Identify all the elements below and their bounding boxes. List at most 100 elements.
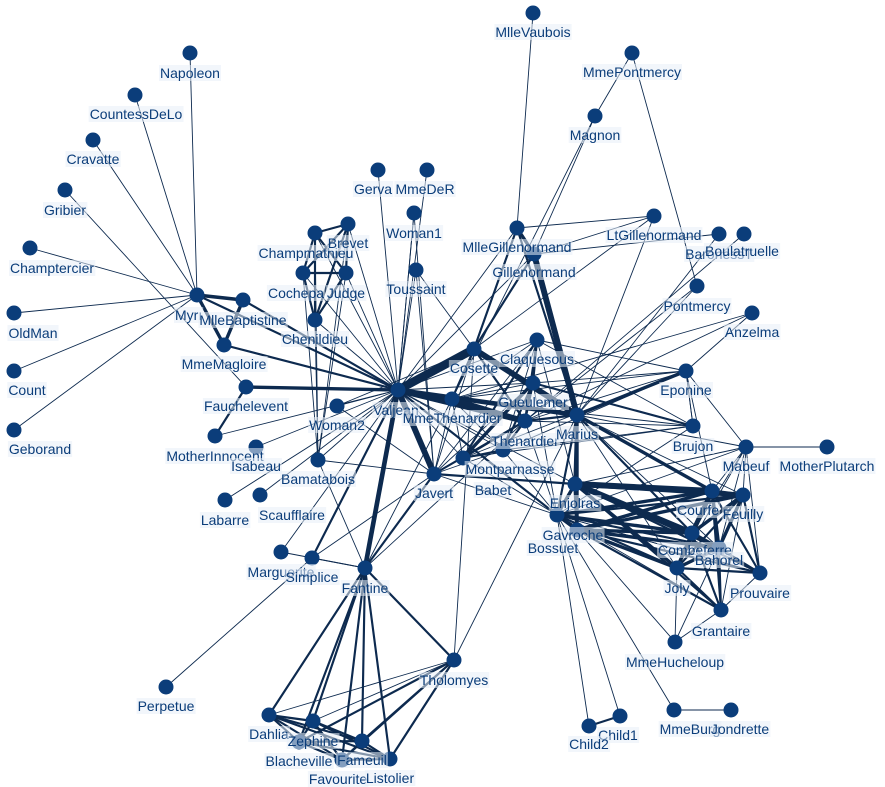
node-count[interactable] (6, 363, 22, 379)
node-thenardier[interactable] (517, 413, 533, 429)
node-perpetue[interactable] (158, 679, 174, 695)
node-magnon[interactable] (587, 108, 603, 124)
node-oldman[interactable] (6, 305, 22, 321)
node-gavroche[interactable] (549, 507, 565, 523)
node-brevet[interactable] (340, 216, 356, 232)
node-mllebaptistine[interactable] (235, 292, 251, 308)
node-fameuil[interactable] (354, 733, 370, 749)
node-fantine[interactable] (357, 560, 373, 576)
node-jondrette[interactable] (723, 702, 739, 718)
label-halo (202, 398, 290, 414)
label-halo (230, 458, 282, 474)
node-label-cochepaille: Cochepa (268, 285, 324, 301)
node-label-magnon: Magnon (570, 127, 621, 143)
node-mmepontmercy[interactable] (624, 45, 640, 61)
node-toussaint[interactable] (408, 262, 424, 278)
node-ltgillenormand[interactable] (646, 208, 662, 224)
node-label-isabeau: Isabeau (231, 458, 281, 474)
node-brujon[interactable] (685, 418, 701, 434)
node-chenildieu[interactable] (307, 312, 323, 328)
node-marguerite[interactable] (273, 544, 289, 560)
node-champmathieu[interactable] (307, 225, 323, 241)
label-halo (548, 495, 602, 511)
label-halo (174, 307, 204, 323)
node-label-mllevaubois: MlleVaubois (495, 24, 570, 40)
node-cochepaille[interactable] (295, 265, 311, 281)
label-halo (248, 726, 291, 742)
node-mmethenardier[interactable] (444, 391, 460, 407)
edge-combeferre-gavroche (555, 513, 694, 535)
node-prouvaire[interactable] (752, 565, 768, 581)
node-anzelma[interactable] (744, 305, 760, 321)
node-gribier[interactable] (57, 182, 73, 198)
node-label-blacheville: Blacheville (266, 753, 333, 769)
node-dahlia[interactable] (261, 707, 277, 723)
node-label-geborand: Geborand (9, 441, 71, 457)
node-geborand[interactable] (6, 422, 22, 438)
label-halo (280, 471, 356, 487)
node-mmemagloire[interactable] (216, 337, 232, 353)
node-courfeyrac[interactable] (704, 483, 720, 499)
node-mllevaubois[interactable] (525, 5, 541, 21)
node-simplice[interactable] (304, 550, 320, 566)
node-countessdelo[interactable] (127, 87, 143, 103)
label-halo (307, 771, 369, 787)
label-halo (568, 736, 611, 752)
node-label-tholomyes: Tholomyes (420, 672, 488, 688)
node-mabeuf[interactable] (738, 439, 754, 455)
node-woman2[interactable] (329, 398, 345, 414)
label-halo (280, 331, 350, 347)
node-feuilly[interactable] (735, 487, 751, 503)
node-marius[interactable] (569, 407, 585, 423)
node-scaufflaire[interactable] (252, 487, 268, 503)
node-gueulemer[interactable] (525, 375, 541, 391)
node-label-gavroche: Gavroche (543, 527, 604, 543)
node-judge[interactable] (338, 265, 354, 281)
label-halo (385, 281, 447, 297)
label-halo (658, 721, 722, 737)
node-myriel[interactable] (189, 287, 205, 303)
node-cosette[interactable] (466, 341, 482, 357)
node-woman1[interactable] (406, 205, 422, 221)
node-child1[interactable] (612, 708, 628, 724)
node-motherplutarch[interactable] (819, 439, 835, 455)
edge-mmethenardier-gueulemer (451, 382, 534, 400)
node-eponine[interactable] (678, 363, 694, 379)
node-label-gervais: Gerva (354, 181, 392, 197)
node-bamatabois[interactable] (310, 452, 326, 468)
node-label-labarre: Labarre (201, 512, 249, 528)
node-fauchelevent[interactable] (238, 379, 254, 395)
edge-javert-simplice (311, 473, 435, 559)
node-grantaire[interactable] (713, 602, 729, 618)
node-label-bamatabois: Bamatabois (281, 471, 355, 487)
node-valjean[interactable] (390, 382, 406, 398)
node-mmeburgon[interactable] (666, 702, 682, 718)
edge-joly-prouvaire (675, 566, 762, 575)
node-boulatruelle[interactable] (736, 226, 752, 242)
node-champtercier[interactable] (22, 240, 38, 256)
node-mmeder[interactable] (419, 162, 435, 178)
node-child2[interactable] (581, 718, 597, 734)
node-cravatte[interactable] (85, 132, 101, 148)
node-claquesous[interactable] (529, 332, 545, 348)
node-tholomyes[interactable] (446, 652, 462, 668)
node-combeferre[interactable] (684, 525, 700, 541)
node-label-boulatruelle: Boulatruelle (705, 243, 779, 259)
node-javert[interactable] (426, 466, 442, 482)
edge-thenardier-brujon (524, 420, 694, 427)
node-gervais[interactable] (370, 162, 386, 178)
label-halo (266, 285, 326, 301)
node-enjolras[interactable] (567, 476, 583, 492)
node-mllegillenormand[interactable] (509, 220, 525, 236)
node-mmehucheloup[interactable] (667, 634, 683, 650)
label-halo (494, 24, 572, 40)
node-joly[interactable] (669, 560, 685, 576)
node-label-courfeyrac: Courfe (677, 502, 719, 518)
node-pontmercy[interactable] (689, 278, 705, 294)
node-napoleon[interactable] (182, 45, 198, 61)
node-zephine[interactable] (305, 713, 321, 729)
node-baronesst[interactable] (711, 226, 727, 242)
node-labarre[interactable] (217, 492, 233, 508)
node-label-bahorel: Bahorel (695, 552, 743, 568)
node-motherinnocent[interactable] (207, 428, 223, 444)
